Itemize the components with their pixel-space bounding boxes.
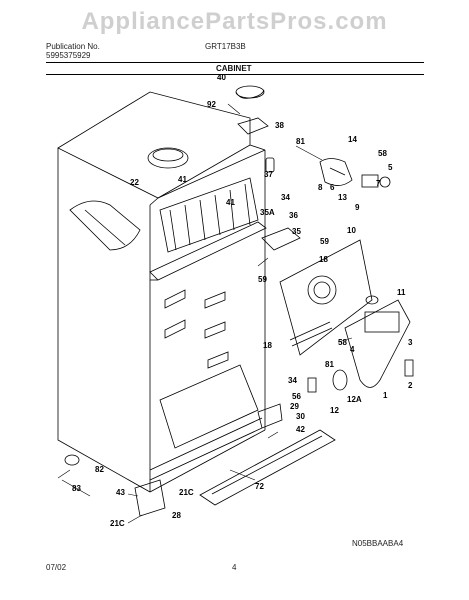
- publication-number: 5995375929: [46, 51, 91, 60]
- callout-22: 22: [130, 178, 139, 187]
- header-rule-top: [46, 62, 424, 63]
- callout-81: 81: [296, 137, 305, 146]
- part-35-damper: [261, 227, 301, 251]
- callout-labels: 40 92 38 81 14 58 5 7 41 37 8 6 13 9 22 …: [72, 73, 413, 528]
- watermark: AppliancePartsPros.com: [81, 8, 388, 35]
- callout-21c-bottom: 21C: [110, 519, 125, 528]
- header-rule-bottom: [46, 74, 424, 75]
- callout-81-bottom: 81: [325, 360, 334, 369]
- callout-18-top: 18: [319, 255, 328, 264]
- callout-11: 11: [397, 288, 406, 297]
- callout-8: 8: [318, 183, 323, 192]
- callout-13: 13: [338, 193, 347, 202]
- cabinet-body: [57, 91, 266, 493]
- callout-58: 58: [378, 149, 387, 158]
- callout-59-left: 59: [258, 275, 267, 284]
- part-82-leveler: [64, 454, 80, 466]
- callout-43: 43: [116, 488, 125, 497]
- part-1-housing: [344, 299, 411, 388]
- part-72-grille: [199, 429, 336, 506]
- part-5-thermostat: [361, 174, 391, 188]
- callout-35a: 35A: [260, 208, 275, 217]
- model-number: GRT17B3B: [205, 42, 246, 51]
- top-panel-items: [147, 147, 189, 169]
- part-28-hinge: [134, 479, 166, 517]
- callout-2: 2: [408, 381, 413, 390]
- freezer-shelf: [159, 177, 259, 253]
- divider-mullion: [149, 221, 267, 281]
- callout-12a: 12A: [347, 395, 362, 404]
- callout-38: 38: [275, 121, 284, 130]
- part-14-control: [319, 158, 353, 186]
- callout-34-bottom: 34: [288, 376, 297, 385]
- part-37-light: [265, 157, 275, 173]
- publication-label: Publication No.: [46, 42, 100, 51]
- part-12-bracket: [307, 369, 348, 393]
- callout-36: 36: [289, 211, 298, 220]
- callout-6: 6: [330, 183, 335, 192]
- callout-5: 5: [388, 163, 393, 172]
- callout-28: 28: [172, 511, 181, 520]
- callout-41-top: 41: [178, 175, 187, 184]
- callout-59-right: 59: [320, 237, 329, 246]
- callout-42: 42: [296, 425, 305, 434]
- part-40-knob: [235, 85, 265, 99]
- callout-83: 83: [72, 484, 81, 493]
- footer-date: 07/02: [46, 563, 67, 572]
- callout-21c-right: 21C: [179, 488, 194, 497]
- callout-37: 37: [264, 170, 273, 179]
- crisper-area: [149, 364, 263, 481]
- callout-14: 14: [348, 135, 357, 144]
- part-41-left: [69, 200, 141, 251]
- callout-9: 9: [355, 203, 360, 212]
- callout-82: 82: [95, 465, 104, 474]
- section-title: CABINET: [216, 64, 252, 73]
- leader-lines: [57, 103, 353, 524]
- callout-30: 30: [296, 412, 305, 421]
- callout-29: 29: [290, 402, 299, 411]
- callout-40: 40: [217, 73, 226, 82]
- footer-page-number: 4: [232, 563, 237, 572]
- callout-4: 4: [350, 345, 355, 354]
- footer-figure-code: N05BBAABA4: [352, 539, 404, 548]
- part-38-bracket: [237, 117, 269, 135]
- shelf-supports: [164, 289, 229, 369]
- part-2-clip: [404, 359, 414, 377]
- callout-18-bottom: 18: [263, 341, 272, 350]
- part-11-grommet: [365, 295, 379, 305]
- callout-12: 12: [330, 406, 339, 415]
- callout-56: 56: [292, 392, 301, 401]
- callout-34-top: 34: [281, 193, 290, 202]
- callout-1: 1: [383, 391, 388, 400]
- callout-58-mid: 58: [338, 338, 347, 347]
- part-10-evap-cover: [279, 239, 373, 356]
- callout-35: 35: [292, 227, 301, 236]
- callout-3: 3: [408, 338, 413, 347]
- callout-72: 72: [255, 482, 264, 491]
- callout-92: 92: [207, 100, 216, 109]
- callout-10: 10: [347, 226, 356, 235]
- part-30-hinge: [257, 403, 283, 429]
- callout-41-right: 41: [226, 198, 235, 207]
- callout-7: 7: [376, 179, 381, 188]
